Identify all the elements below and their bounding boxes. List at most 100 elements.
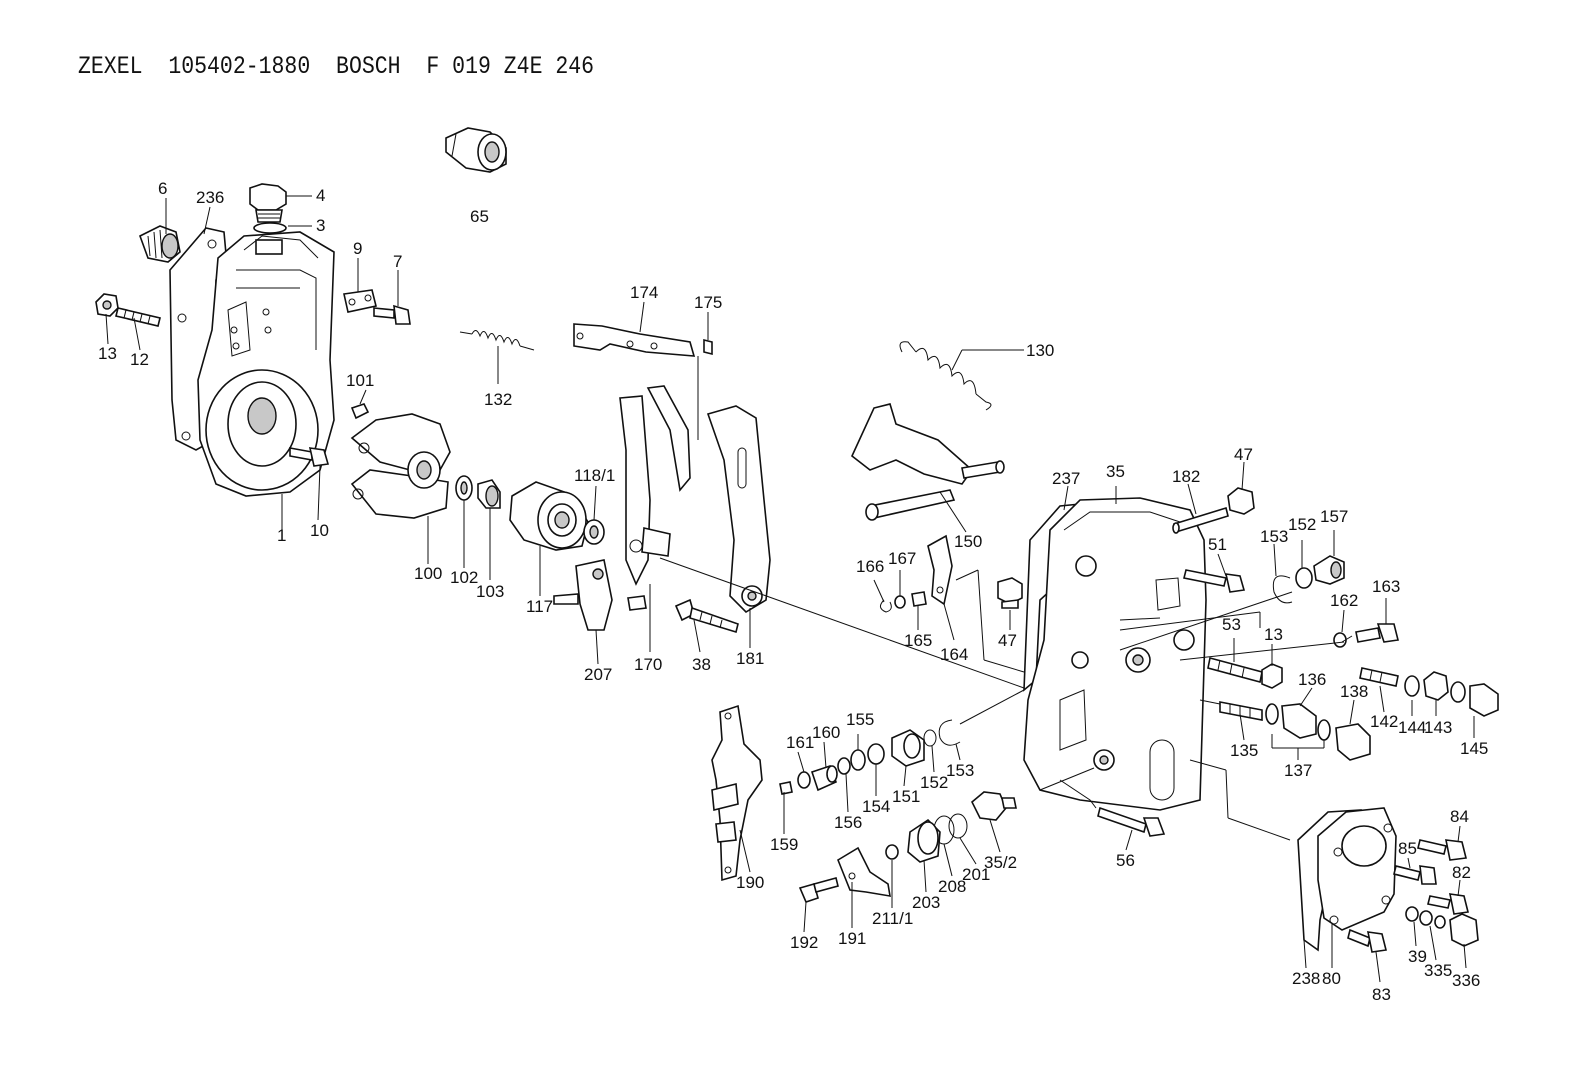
callout-237: 237 bbox=[1052, 469, 1080, 488]
callout-85: 85 bbox=[1398, 839, 1417, 858]
callout-47-top: 47 bbox=[1234, 445, 1253, 464]
part-151-sleeve bbox=[891, 729, 925, 767]
part-165-bush bbox=[911, 591, 927, 607]
part-211-1-washer bbox=[885, 844, 899, 860]
part-6-plug bbox=[139, 225, 181, 263]
callout-65: 65 bbox=[470, 207, 489, 226]
part-191-bracket bbox=[837, 846, 891, 897]
part-35-2-nut bbox=[971, 791, 1017, 821]
part-1-governor-housing bbox=[197, 231, 335, 497]
part-152-ring-bottom bbox=[923, 729, 937, 747]
part-155-ring bbox=[850, 749, 866, 771]
callout-153-top: 153 bbox=[1260, 527, 1288, 546]
callout-labels: 4 3 6 236 9 7 13 12 101 10 1 100 102 103… bbox=[98, 179, 1488, 1004]
callout-160: 160 bbox=[812, 723, 840, 742]
part-153-snap-ring-bottom bbox=[938, 719, 961, 746]
callout-84: 84 bbox=[1450, 807, 1469, 826]
callout-161: 161 bbox=[786, 733, 814, 752]
part-53-adjusting-screw bbox=[1207, 657, 1263, 683]
part-192-bolt bbox=[798, 877, 839, 903]
part-132-spring bbox=[459, 330, 535, 351]
part-142-screw bbox=[1359, 667, 1399, 687]
callout-144: 144 bbox=[1398, 718, 1426, 737]
part-336-cap-nut bbox=[1449, 913, 1479, 947]
callout-165: 165 bbox=[904, 631, 932, 650]
part-150-lever-shaft bbox=[851, 403, 1005, 521]
callout-39: 39 bbox=[1408, 947, 1427, 966]
callout-335: 335 bbox=[1424, 961, 1452, 980]
callout-138: 138 bbox=[1340, 682, 1368, 701]
callout-118-1: 118/1 bbox=[574, 466, 615, 485]
callout-47-left: 47 bbox=[998, 631, 1017, 650]
callout-143: 143 bbox=[1424, 718, 1452, 737]
part-138-cap bbox=[1335, 723, 1371, 761]
part-13-nut-right bbox=[1261, 663, 1283, 689]
part-201-ring bbox=[948, 813, 968, 839]
callout-336: 336 bbox=[1452, 971, 1480, 990]
callout-38: 38 bbox=[692, 655, 711, 674]
part-162-washer bbox=[1333, 632, 1347, 648]
callout-4: 4 bbox=[316, 186, 325, 205]
leader-lines bbox=[105, 195, 1475, 983]
part-136-locknut bbox=[1281, 703, 1317, 739]
part-85-bolt bbox=[1393, 865, 1437, 885]
part-103-bushing bbox=[477, 479, 501, 509]
part-4-plug bbox=[249, 183, 287, 234]
part-13-nut bbox=[95, 293, 119, 317]
callout-136: 136 bbox=[1298, 670, 1326, 689]
part-65-sleeve bbox=[445, 127, 507, 173]
callout-208: 208 bbox=[938, 877, 966, 896]
callout-102: 102 bbox=[450, 568, 478, 587]
diagram-title: ZEXEL 105402-1880 BOSCH F 019 Z4E 246 bbox=[78, 52, 595, 81]
part-101-key bbox=[350, 403, 370, 420]
callout-192: 192 bbox=[790, 933, 818, 952]
part-39-washer bbox=[1405, 906, 1419, 922]
part-118-1-washer bbox=[583, 519, 605, 545]
callout-7: 7 bbox=[393, 252, 402, 271]
callout-142: 142 bbox=[1370, 712, 1398, 731]
callout-100: 100 bbox=[414, 564, 442, 583]
callout-51: 51 bbox=[1208, 535, 1227, 554]
callout-56: 56 bbox=[1116, 851, 1135, 870]
callout-9: 9 bbox=[353, 239, 362, 258]
part-181-lever bbox=[706, 405, 771, 614]
part-7-bolt bbox=[373, 304, 411, 325]
callout-203: 203 bbox=[912, 893, 940, 912]
callout-13: 13 bbox=[98, 344, 117, 363]
callout-167: 167 bbox=[888, 549, 916, 568]
part-152-ring-top bbox=[1295, 567, 1313, 589]
callout-159: 159 bbox=[770, 835, 798, 854]
callout-157: 157 bbox=[1320, 507, 1348, 526]
part-102-washer bbox=[455, 475, 473, 501]
part-100-flyweight-assembly bbox=[350, 413, 451, 519]
part-203-spring-seat bbox=[907, 818, 941, 863]
part-175-pin bbox=[703, 338, 713, 356]
part-84-bolt bbox=[1417, 839, 1467, 861]
callout-12: 12 bbox=[130, 350, 149, 369]
callout-170: 170 bbox=[634, 655, 662, 674]
part-157-plug bbox=[1313, 555, 1345, 585]
callout-164: 164 bbox=[940, 645, 968, 664]
callout-35: 35 bbox=[1106, 462, 1125, 481]
callout-13-right: 13 bbox=[1264, 625, 1283, 644]
part-130-spring bbox=[899, 341, 992, 411]
callout-145: 145 bbox=[1460, 739, 1488, 758]
part-153-snap-ring-top bbox=[1272, 575, 1293, 604]
part-159-pin bbox=[779, 781, 793, 795]
part-167-washer bbox=[894, 595, 906, 609]
part-56-bolt bbox=[1097, 806, 1166, 837]
part-137-ring-set bbox=[1265, 703, 1331, 741]
callout-175: 175 bbox=[694, 293, 722, 312]
callout-152-top: 152 bbox=[1288, 515, 1316, 534]
callout-137: 137 bbox=[1284, 761, 1312, 780]
callout-191: 191 bbox=[838, 929, 866, 948]
part-51-bolt bbox=[1183, 569, 1246, 593]
callout-236: 236 bbox=[196, 188, 224, 207]
callout-154: 154 bbox=[862, 797, 890, 816]
part-190-lever bbox=[711, 704, 763, 882]
part-160-bushing bbox=[810, 764, 838, 792]
callout-162: 162 bbox=[1330, 591, 1358, 610]
part-207-block bbox=[553, 559, 613, 631]
callout-6: 6 bbox=[158, 179, 167, 198]
part-80-cover bbox=[1317, 807, 1397, 931]
